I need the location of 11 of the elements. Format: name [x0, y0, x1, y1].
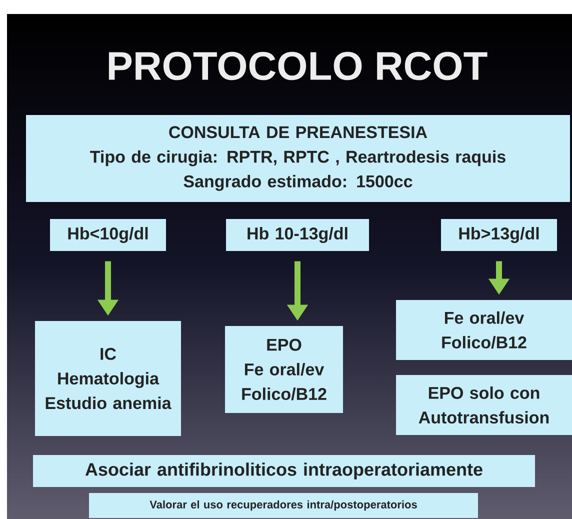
info-box: CONSULTA DE PREANESTESIA Tipo de cirugia: RPTR, RPTC , Reartrodesis raquis Sangrado estimado: 1500cc — [26, 115, 570, 202]
condition-box: Hb 10-13g/dl — [226, 219, 369, 251]
condition-box: Hb<10g/dl — [50, 219, 166, 251]
treatment-box: IC Hematologia Estudio anemia — [35, 321, 181, 436]
note-box: Asociar antifibrinoliticos intraoperatoriamente — [33, 455, 535, 487]
treatment-box: EPO solo con Autotransfusion — [396, 375, 572, 435]
condition-box: Hb>13g/dl — [441, 219, 557, 251]
title: PROTOCOLO RCOT — [108, 52, 488, 80]
treatment-box: Fe oral/ev Folico/B12 — [396, 300, 572, 360]
note-box: Valorar el uso recuperadores intra/postoperatorios — [89, 493, 478, 518]
treatment-box: EPO Fe oral/ev Folico/B12 — [225, 326, 343, 413]
